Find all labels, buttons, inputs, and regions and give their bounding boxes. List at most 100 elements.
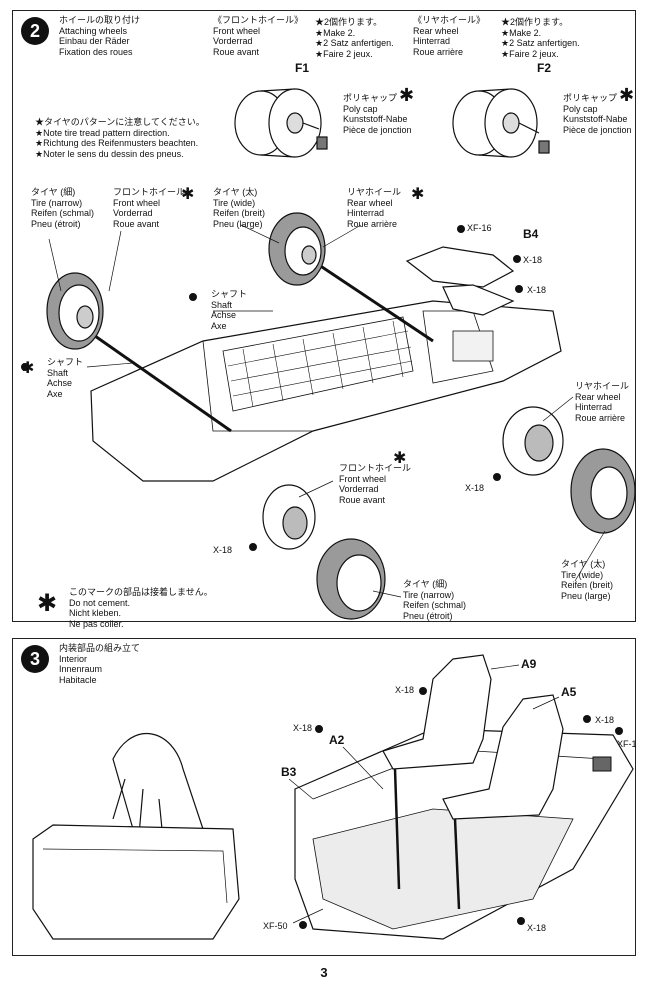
paint-x18-label-c: X-18 — [465, 483, 485, 493]
hand-with-seat-drawing — [32, 732, 240, 940]
tire-wide-b-fr: Pneu (large) — [561, 590, 611, 601]
rear-wheel-b-de: Hinterrad — [575, 402, 613, 412]
no-cement-de: Nicht kleben. — [69, 608, 122, 618]
step-3-panel: 3 内装部品の組み立て Interior Innenraum Habitacle… — [12, 638, 637, 956]
no-cement-fr: Ne pas coller. — [69, 618, 124, 629]
front-left-tire-drawing — [46, 272, 104, 350]
no-cement-icon: ✱ — [619, 85, 634, 106]
tread-direction-note: ★タイヤのパターンに注意してください。 ★Note tire tread pat… — [35, 117, 205, 159]
tire-wide-a-en: Tire (wide) — [213, 197, 256, 208]
paint-dot-icon — [493, 473, 501, 481]
front-make-de: ★2 Satz anfertigen. — [315, 38, 394, 48]
step-3-number: 3 — [21, 645, 49, 673]
no-cement-jp: このマークの部品は接着しません。 — [69, 587, 213, 597]
tire-wide-b-en: Tire (wide) — [561, 569, 604, 580]
rear-wheel-header-jp: 《リヤホイール》 — [413, 15, 486, 25]
tire-narrow-a-en: Tire (narrow) — [31, 197, 83, 208]
front-make-fr: ★Faire 2 jeux. — [315, 48, 373, 59]
tire-wide-label-b: タイヤ (太) Tire (wide) Reifen (breit) Pneu … — [561, 559, 613, 601]
tire-wide-a-de: Reifen (breit) — [213, 208, 266, 218]
tread-note-en: ★Note tire tread pattern direction. — [35, 127, 170, 138]
step-3-title: 内装部品の組み立て Interior Innenraum Habitacle — [59, 643, 140, 685]
step-3-title-jp: 内装部品の組み立て — [59, 643, 141, 653]
interior-illustration — [32, 654, 634, 940]
paint-dot-icon-group-3 — [299, 687, 623, 929]
shaft-label-b: シャフト Shaft Achse Axe — [47, 357, 83, 399]
front-wheel-b-en: Front wheel — [339, 473, 387, 484]
shaft-b-de: Achse — [47, 378, 73, 388]
tire-narrow-b-jp: タイヤ (細) — [403, 579, 448, 589]
front-wheel-header-jp: 《フロントホイール》 — [213, 15, 304, 25]
tire-wide-label-a: タイヤ (太) Tire (wide) Reifen (breit) Pneu … — [213, 187, 265, 229]
poly-cap-2-jp: ポリキャップ — [563, 93, 618, 103]
rear-make-en: ★Make 2. — [501, 27, 542, 38]
front-wheel-header-fr: Roue avant — [213, 46, 260, 57]
front-wheel-a-en: Front wheel — [113, 197, 161, 208]
rear-wheel-b-en: Rear wheel — [575, 391, 621, 402]
no-cement-icon: ✱ — [37, 589, 57, 617]
no-cement-icon: ✱ — [181, 184, 194, 203]
chassis-wheels-illustration: ✱ ✱ ✱ ✱ ✱ ✱ ✱ — [21, 85, 636, 620]
shaft-label-a: シャフト Shaft Achse Axe — [211, 289, 247, 331]
rear-wheel-f2-drawing — [452, 88, 550, 158]
front-make-en: ★Make 2. — [315, 27, 356, 38]
part-f1-label: F1 — [295, 61, 310, 75]
paint-xf16-label: XF-16 — [467, 223, 492, 233]
tire-narrow-b-de: Reifen (schmal) — [403, 600, 467, 610]
rear-wheel-b-fr: Roue arrière — [575, 412, 626, 423]
rear-make-jp: ★2個作ります。 — [501, 17, 569, 27]
shaft-b-jp: シャフト — [47, 357, 84, 367]
poly-cap-1-jp: ポリキャップ — [343, 93, 398, 103]
paint-dot-icon — [457, 225, 465, 233]
front-wheel-a-fr: Roue avant — [113, 218, 160, 229]
step-3-title-fr: Habitacle — [59, 674, 97, 685]
paint-x18-label-1: X-18 — [395, 685, 415, 695]
step-2-title-de: Einbau der Räder — [59, 36, 130, 46]
front-right-wheel-drawing — [262, 484, 386, 620]
shaft-b-fr: Axe — [47, 388, 63, 399]
front-wheel-label-b: フロントホイール Front wheel Vorderrad Roue avan… — [339, 463, 411, 505]
tire-wide-a-fr: Pneu (large) — [213, 218, 263, 229]
rear-wheel-a-de: Hinterrad — [347, 208, 385, 218]
front-wheel-b-jp: フロントホイール — [339, 463, 412, 473]
tire-narrow-a-fr: Pneu (étroit) — [31, 218, 81, 229]
no-cement-note: このマークの部品は接着しません。 Do not cement. Nicht kl… — [69, 587, 213, 629]
shaft-a-jp: シャフト — [211, 289, 248, 299]
vent-grille-icon — [592, 756, 612, 772]
front-make-jp: ★2個作ります。 — [315, 17, 383, 27]
rear-wheel-label-a: リヤホイール Rear wheel Hinterrad Roue arrière — [347, 187, 401, 229]
seat-a5-drawing — [442, 694, 564, 820]
paint-x18-label-d: X-18 — [213, 545, 233, 555]
paint-dot-icon — [583, 715, 591, 723]
no-cement-en: Do not cement. — [69, 597, 131, 608]
part-a5-label: A5 — [561, 685, 577, 699]
shaft-a-en: Shaft — [211, 299, 233, 310]
paint-dot-icon — [517, 917, 525, 925]
front-wheel-b-fr: Roue avant — [339, 494, 386, 505]
paint-dot-icon — [315, 725, 323, 733]
part-a2-label: A2 — [329, 733, 345, 747]
tire-narrow-a-de: Reifen (schmal) — [31, 208, 95, 218]
no-cement-icon: ✱ — [393, 448, 406, 467]
rear-wheel-a-en: Rear wheel — [347, 197, 393, 208]
paint-dot-icon — [249, 543, 257, 551]
shaft-a-de: Achse — [211, 310, 237, 320]
paint-x18-label-3: X-18 — [595, 715, 615, 725]
paint-x18-label-b: X-18 — [527, 285, 547, 295]
paint-x18-label-2: X-18 — [293, 723, 313, 733]
step-2-panel: 2 ホイールの取り付け Attaching wheels Einbau der … — [12, 10, 636, 629]
front-wheel-b-de: Vorderrad — [339, 484, 379, 494]
tire-narrow-a-jp: タイヤ (細) — [31, 187, 76, 197]
front-make-note: ★2個作ります。 ★Make 2. ★2 Satz anfertigen. ★F… — [315, 17, 394, 59]
shaft-b-en: Shaft — [47, 367, 69, 378]
chassis-drawing — [90, 300, 562, 482]
tire-narrow-label-a: タイヤ (細) Tire (narrow) Reifen (schmal) Pn… — [31, 187, 94, 229]
paint-xf50-label: XF-50 — [263, 921, 288, 931]
paint-dot-icon-group — [21, 225, 523, 551]
tread-note-jp: ★タイヤのパターンに注意してください。 — [35, 117, 205, 127]
rear-make-fr: ★Faire 2 jeux. — [501, 48, 559, 59]
poly-cap-label-2: ポリキャップ Poly cap Kunststoff-Nabe Pièce de… — [563, 93, 632, 135]
front-wheel-a-jp: フロントホイール — [113, 187, 186, 197]
front-wheel-header-de: Vorderrad — [213, 36, 253, 46]
part-a9-label: A9 — [521, 657, 537, 671]
